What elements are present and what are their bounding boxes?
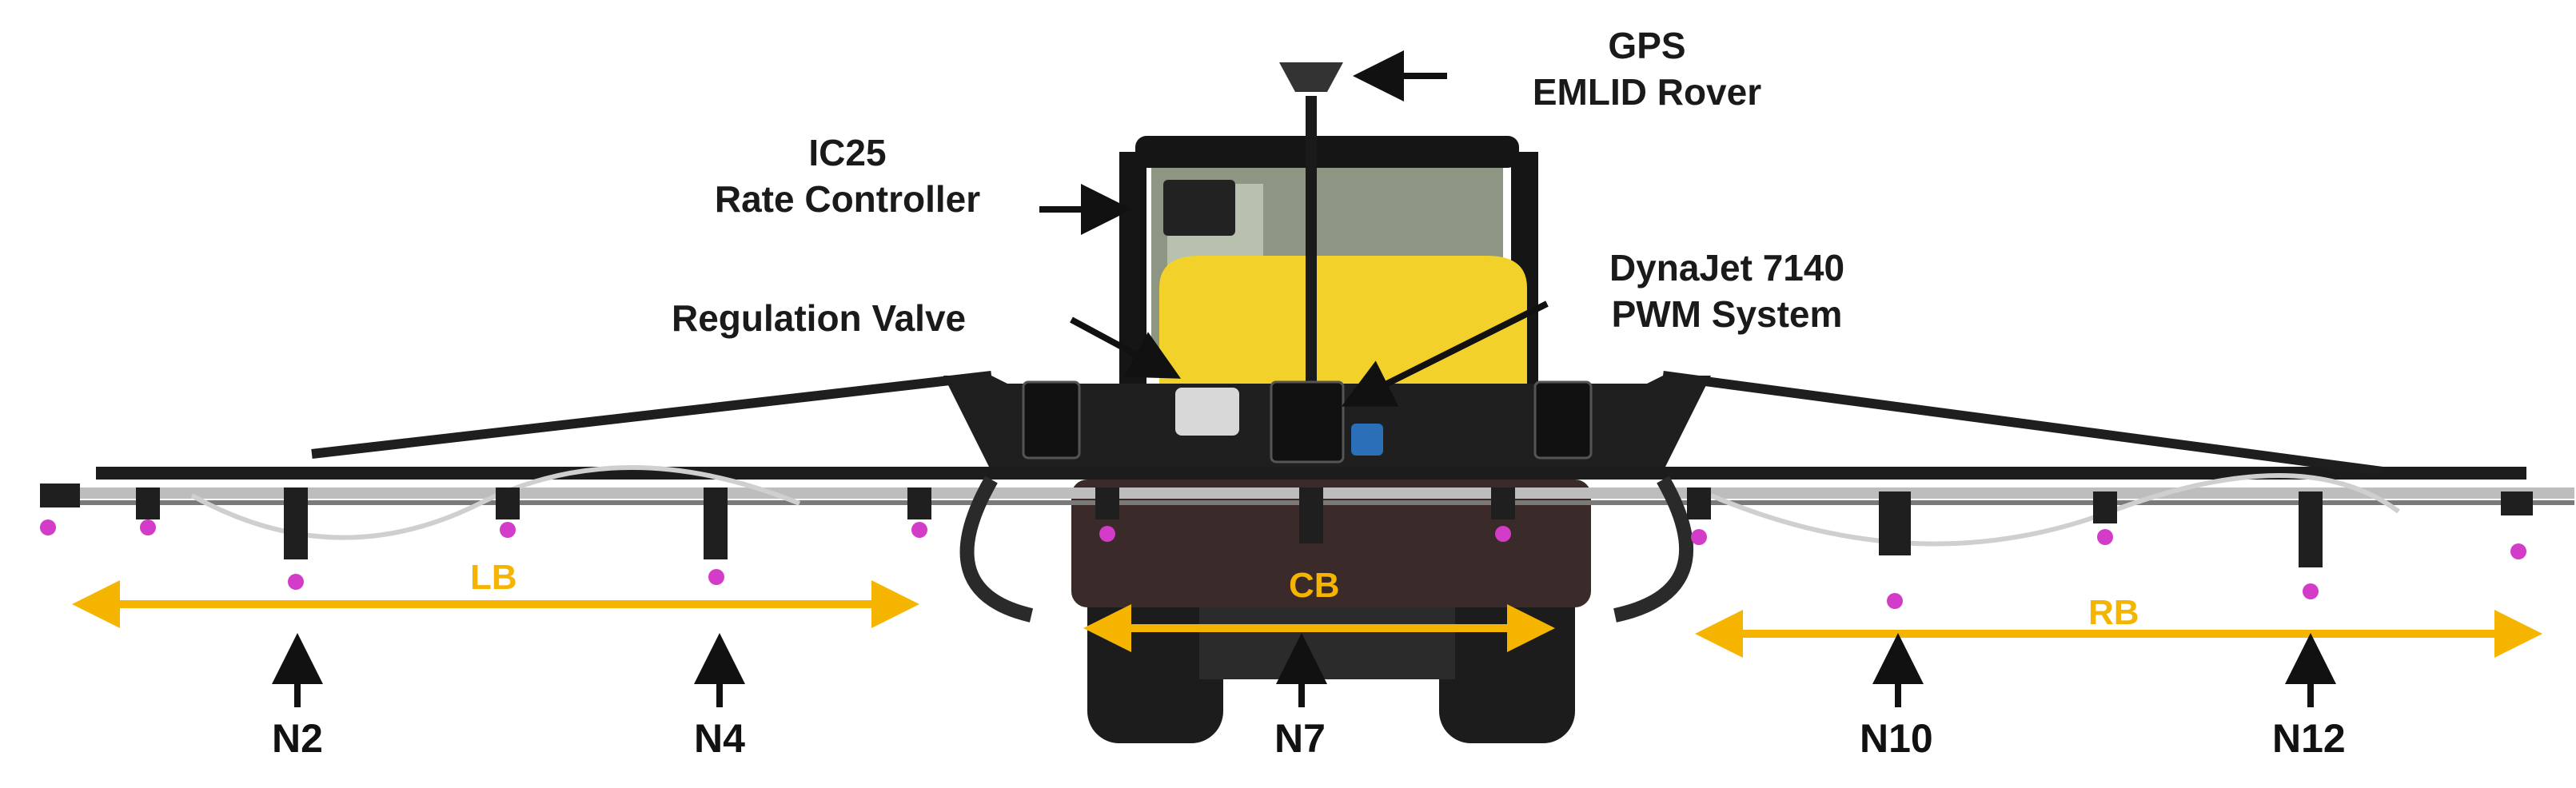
gps-label: GPS EMLID Rover — [1487, 22, 1807, 115]
nozzle-label-n2: N2 — [272, 716, 323, 761]
regulation-valve-label: Regulation Valve — [672, 297, 967, 339]
segment-arrows — [72, 580, 2542, 658]
nozzle-label-n4: N4 — [694, 716, 745, 761]
rate-controller-label: IC25 Rate Controller — [656, 129, 1039, 222]
rate-controller-label-line1: IC25 — [808, 132, 887, 173]
nozzles — [40, 484, 2533, 609]
segment-label-right: RB — [2088, 593, 2139, 632]
gps-label-line2: EMLID Rover — [1532, 71, 1762, 113]
pwm-system-label: DynaJet 7140 PWM System — [1543, 245, 1911, 337]
pwm-system-label-line1: DynaJet 7140 — [1609, 247, 1845, 289]
nozzle-label-n7: N7 — [1274, 716, 1326, 761]
valve-arrow — [1070, 316, 1182, 379]
nozzle-label-n12: N12 — [2272, 716, 2346, 761]
gps-label-line1: GPS — [1608, 25, 1686, 66]
rate-controller-label-line2: Rate Controller — [714, 178, 981, 220]
segment-label-center: CB — [1289, 566, 1340, 605]
pwm-arrow — [1341, 300, 1549, 407]
pwm-system-label-line2: PWM System — [1611, 293, 1843, 335]
annotation-arrows — [272, 50, 2336, 707]
segment-label-left: LB — [470, 558, 517, 597]
nozzle-label-n10: N10 — [1860, 716, 1933, 761]
